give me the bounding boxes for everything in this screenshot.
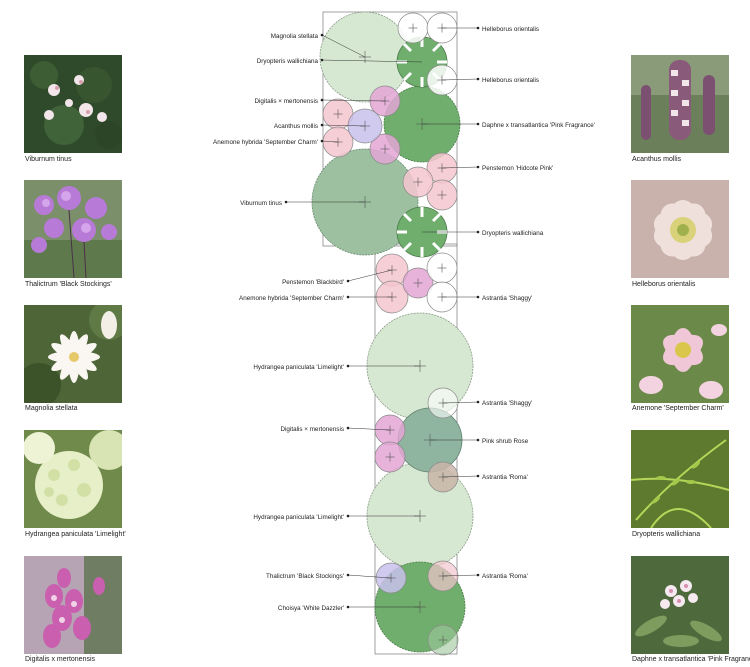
plan-label-left: Viburnum tinus xyxy=(240,200,282,207)
leader-dot xyxy=(476,295,480,299)
leader-dot xyxy=(320,98,324,102)
plan-label-right: Astrantia 'Roma' xyxy=(482,573,528,580)
photo-caption: Viburnum tinus xyxy=(25,156,72,163)
fern-photo-icon xyxy=(631,430,729,528)
plan-label-left: Penstemon 'Blackbird' xyxy=(282,279,344,286)
helleborus-flower-photo-icon xyxy=(631,180,729,278)
leader-dot xyxy=(476,230,480,234)
photo-anemone xyxy=(631,305,729,403)
daphne-flower-photo-icon xyxy=(631,556,729,654)
leader-dot xyxy=(346,279,350,283)
leader-dot xyxy=(476,474,480,478)
photo-caption: Daphne x transatlantica 'Pink Fragrance' xyxy=(632,656,750,663)
leader-dot xyxy=(476,165,480,169)
photo-thalictrum xyxy=(24,180,122,278)
leader-line xyxy=(347,427,391,431)
photo-caption: Hydrangea paniculata 'Limelight' xyxy=(25,531,126,538)
photo-dryopteris xyxy=(631,430,729,528)
photo-caption: Digitalis x mertonensis xyxy=(25,656,96,663)
plan-label-left: Dryopteris wallichiana xyxy=(257,58,319,65)
leader-line xyxy=(442,401,479,404)
leader-dot xyxy=(346,514,350,518)
plan-label-left: Anemone hybrida 'September Charm' xyxy=(213,139,318,146)
photo-caption: Helleborus orientalis xyxy=(632,281,696,288)
plan-label-right: Pink shrub Rose xyxy=(482,438,529,445)
hydrangea-flower-photo-icon xyxy=(24,430,122,528)
plan-label-right: Helleborus orientalis xyxy=(482,26,539,33)
photo-acanthus xyxy=(631,55,729,153)
leader-dot xyxy=(346,295,350,299)
leader-line xyxy=(321,34,366,58)
photo-caption: Anemone 'September Charm' xyxy=(632,405,724,412)
leader-dot xyxy=(476,26,480,30)
leader-line xyxy=(347,269,393,282)
leader-line xyxy=(441,78,479,81)
photo-caption: Acanthus mollis xyxy=(632,156,682,163)
photo-daphne xyxy=(631,556,729,654)
plan-label-left: Digitalis × mertonensis xyxy=(254,98,318,105)
photo-helleborus xyxy=(631,180,729,278)
leader-line xyxy=(347,574,392,579)
viburnum-flower-photo-icon xyxy=(24,55,122,153)
photo-caption: Dryopteris wallichiana xyxy=(632,531,701,538)
plan-label-left: Acanthus mollis xyxy=(274,123,318,130)
leader-dot xyxy=(476,573,480,577)
plan-label-right: Daphne x transatlantica 'Pink Fragrance' xyxy=(482,122,595,129)
plan-label-right: Astrantia 'Roma' xyxy=(482,474,528,481)
leader-line xyxy=(321,124,366,127)
leader-dot xyxy=(346,605,350,609)
photo-magnolia xyxy=(24,305,122,403)
plan-label-left: Thalictrum 'Black Stockings' xyxy=(266,573,344,580)
leader-dot xyxy=(476,438,480,442)
leader-dot xyxy=(320,123,324,127)
magnolia-flower-photo-icon xyxy=(24,305,122,403)
leader-line xyxy=(442,574,479,577)
leader-dot xyxy=(284,200,288,204)
photo-caption: Magnolia stellata xyxy=(25,405,78,412)
photo-hydrangea xyxy=(24,430,122,528)
leader-dot xyxy=(346,364,350,368)
plan-label-right: Astrantia 'Shaggy' xyxy=(482,400,532,407)
leader-dot xyxy=(346,573,350,577)
plan-label-left: Digitalis × mertonensis xyxy=(280,426,344,433)
leader-line xyxy=(321,99,386,102)
plan-label-left: Magnolia stellata xyxy=(271,33,319,40)
leader-line xyxy=(441,166,479,169)
plan-label-right: Astrantia 'Shaggy' xyxy=(482,295,532,302)
digitalis-flower-photo-icon xyxy=(24,556,122,654)
photo-digitalis xyxy=(24,556,122,654)
leader-dot xyxy=(346,426,350,430)
acanthus-flower-photo-icon xyxy=(631,55,729,153)
leader-line xyxy=(321,140,339,143)
leader-dot xyxy=(476,400,480,404)
plan-label-right: Helleborus orientalis xyxy=(482,77,539,84)
thalictrum-flower-photo-icon xyxy=(24,180,122,278)
plan-label-right: Dryopteris wallichiana xyxy=(482,230,544,237)
leader-dot xyxy=(476,122,480,126)
plan-label-left: Anemone hybrida 'September Charm' xyxy=(239,295,344,302)
leader-dot xyxy=(476,77,480,81)
leader-line xyxy=(321,59,423,63)
plan-label-right: Penstemon 'Hidcote Pink' xyxy=(482,165,553,172)
plan-label-left: Hydrangea paniculata 'Limelight' xyxy=(253,514,344,521)
leader-dot xyxy=(320,139,324,143)
plan-label-left: Hydrangea paniculata 'Limelight' xyxy=(253,364,344,371)
anemone-flower-photo-icon xyxy=(631,305,729,403)
photo-viburnum xyxy=(24,55,122,153)
leader-dot xyxy=(320,33,324,37)
leader-dot xyxy=(320,58,324,62)
plan-label-left: Choisya 'White Dazzler' xyxy=(278,605,344,612)
leader-line xyxy=(442,475,479,478)
photo-caption: Thalictrum 'Black Stockings' xyxy=(25,281,112,288)
